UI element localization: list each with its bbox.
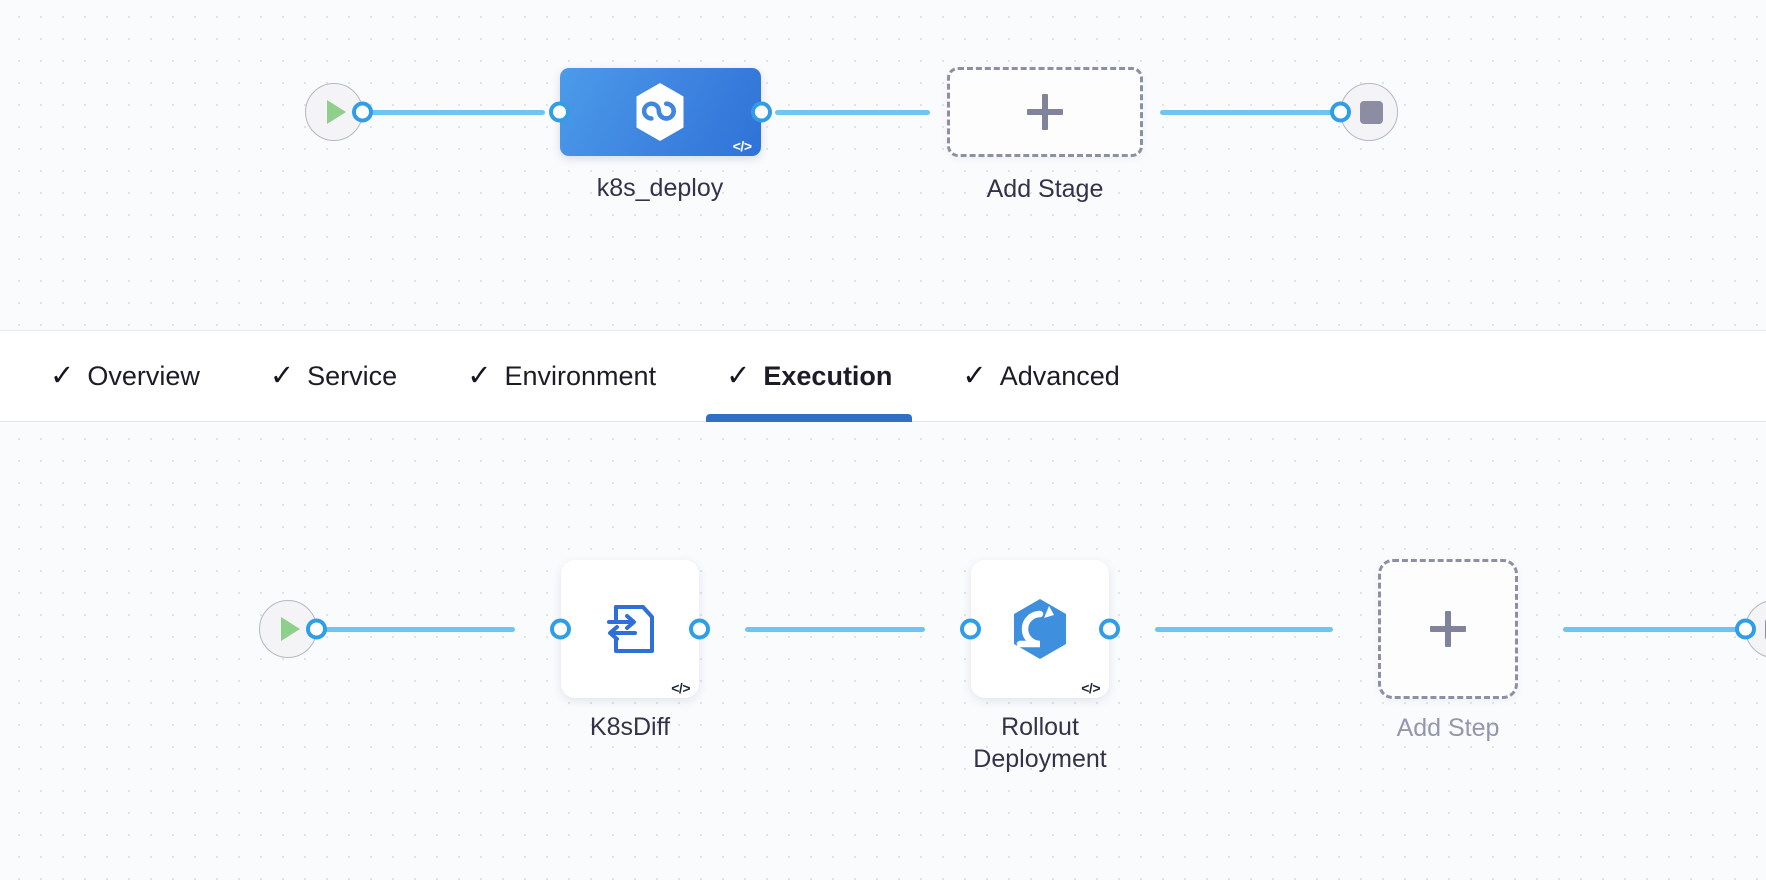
stage-card[interactable]: </> (548, 68, 772, 156)
connector-dot (548, 101, 570, 123)
stage-node-k8s-deploy[interactable]: </> k8s_deploy (545, 68, 775, 204)
edge-add-step-to-end (1563, 626, 1745, 632)
tab-overview[interactable]: ✓ Overview (30, 331, 220, 421)
edge-k8sdiff-to-rollout (745, 626, 925, 632)
tab-execution[interactable]: ✓ Execution (706, 331, 913, 422)
add-step-card[interactable] (1378, 559, 1518, 699)
connector-dot (352, 101, 373, 123)
execution-pipeline-canvas[interactable]: </> K8sDiff </> (0, 422, 1766, 880)
k8s-diff-document-icon (607, 605, 654, 653)
stage-node-label: k8s_deploy (596, 174, 724, 202)
add-stage-label: Add Stage (986, 175, 1104, 203)
step-node-k8sdiff[interactable]: </> K8sDiff (515, 560, 745, 743)
code-badge: </> (1081, 680, 1100, 696)
play-icon (327, 100, 346, 124)
add-stage-card[interactable] (947, 67, 1143, 157)
tab-environment[interactable]: ✓ Environment (447, 331, 676, 421)
harness-cd-hexagon-icon (636, 83, 684, 141)
tab-advanced[interactable]: ✓ Advanced (942, 331, 1139, 421)
tab-label: Environment (504, 360, 657, 391)
stage-end-node[interactable] (1330, 83, 1398, 141)
connector-dot (1099, 618, 1120, 640)
connector-dot (1735, 618, 1756, 640)
start-circle[interactable] (259, 600, 327, 658)
plus-icon (1430, 611, 1466, 647)
code-badge: </> (671, 680, 690, 696)
connector-dot (960, 618, 981, 640)
edge-start-to-k8s-deploy (363, 109, 545, 115)
tab-label: Service (307, 360, 398, 391)
end-circle[interactable] (1330, 83, 1398, 141)
step-card[interactable]: </> (960, 560, 1120, 698)
plus-icon (1027, 94, 1063, 130)
edge-rollout-to-add-step (1155, 626, 1333, 632)
step-node-rollout-deployment[interactable]: </> Rollout Deployment (925, 560, 1155, 775)
execution-start-node[interactable] (259, 600, 327, 658)
code-badge: </> (732, 138, 752, 154)
edge-add-stage-to-end (1160, 109, 1340, 115)
tab-label: Overview (87, 360, 200, 391)
connector-dot (689, 618, 710, 640)
add-step-label: Add Step (1396, 714, 1500, 742)
tab-label: Execution (763, 360, 893, 391)
rollout-deployment-hexagon-icon (1014, 599, 1066, 659)
step-node-label: Rollout Deployment (973, 713, 1107, 773)
stage-config-tabbar: ✓ Overview ✓ Service ✓ Environment ✓ Exe… (0, 330, 1766, 422)
connector-dot (306, 618, 327, 640)
play-icon (281, 617, 300, 641)
execution-end-node[interactable] (1735, 600, 1766, 658)
step-card[interactable]: </> (550, 560, 710, 698)
end-circle[interactable] (1735, 600, 1766, 658)
check-icon: ✓ (467, 359, 492, 392)
stop-icon (1360, 100, 1383, 124)
start-circle[interactable] (305, 83, 373, 141)
edge-k8s-deploy-to-add-stage (775, 109, 930, 115)
check-icon: ✓ (269, 359, 295, 392)
check-icon: ✓ (50, 359, 75, 392)
connector-dot (750, 101, 772, 123)
connector-dot (550, 618, 571, 640)
check-icon: ✓ (962, 359, 987, 392)
add-stage-node[interactable]: Add Stage (930, 67, 1160, 205)
add-step-node[interactable]: Add Step (1333, 559, 1563, 744)
stage-start-node[interactable] (305, 83, 373, 141)
stage-pipeline-canvas[interactable]: </> k8s_deploy Add Stage (0, 0, 1766, 330)
step-node-label: K8sDiff (589, 713, 671, 741)
edge-start-to-k8sdiff (317, 626, 515, 632)
tab-label: Advanced (999, 360, 1120, 391)
check-icon: ✓ (726, 359, 751, 392)
tab-service[interactable]: ✓ Service (250, 331, 417, 421)
connector-dot (1330, 101, 1351, 123)
